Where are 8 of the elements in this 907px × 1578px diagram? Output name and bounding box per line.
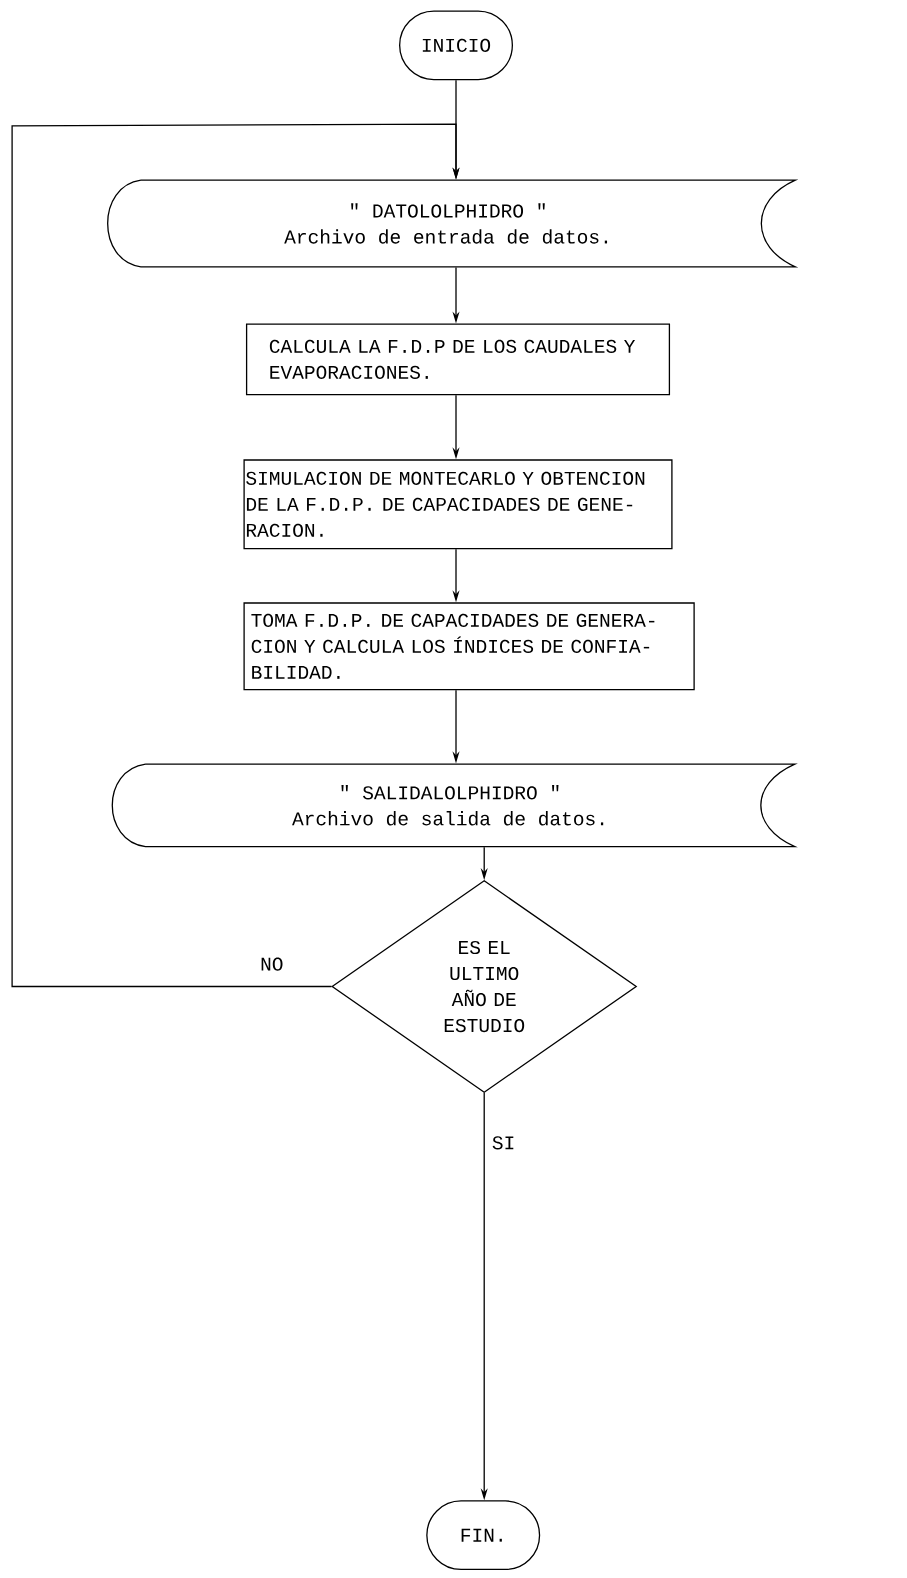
process-box: SIMULACION DE MONTECARLO Y OBTENCION DE LA F.D.P. DE CAPACIDADES DE GENE- RACION. [243, 459, 673, 550]
edge-label: NO [259, 956, 285, 972]
edge-label: SI [490, 1135, 517, 1151]
process-box: CALCULA LA F.D.P DE LOS CAUDALES Y EVAPORACIONES. [245, 323, 671, 396]
loop-arrow [11, 123, 460, 988]
stored-data-shape: " DATOLOLPHIDRO " Archivo de entrada de datos. [107, 179, 796, 268]
process-box: TOMA F.D.P. DE CAPACIDADES DE GENERA- CION Y CALCULA LOS ÍNDICES DE CONFIA- BILIDAD. [243, 602, 695, 691]
stored-data-shape: " SALIDALOLPHIDRO " Archivo de salida de datos. [111, 763, 796, 848]
